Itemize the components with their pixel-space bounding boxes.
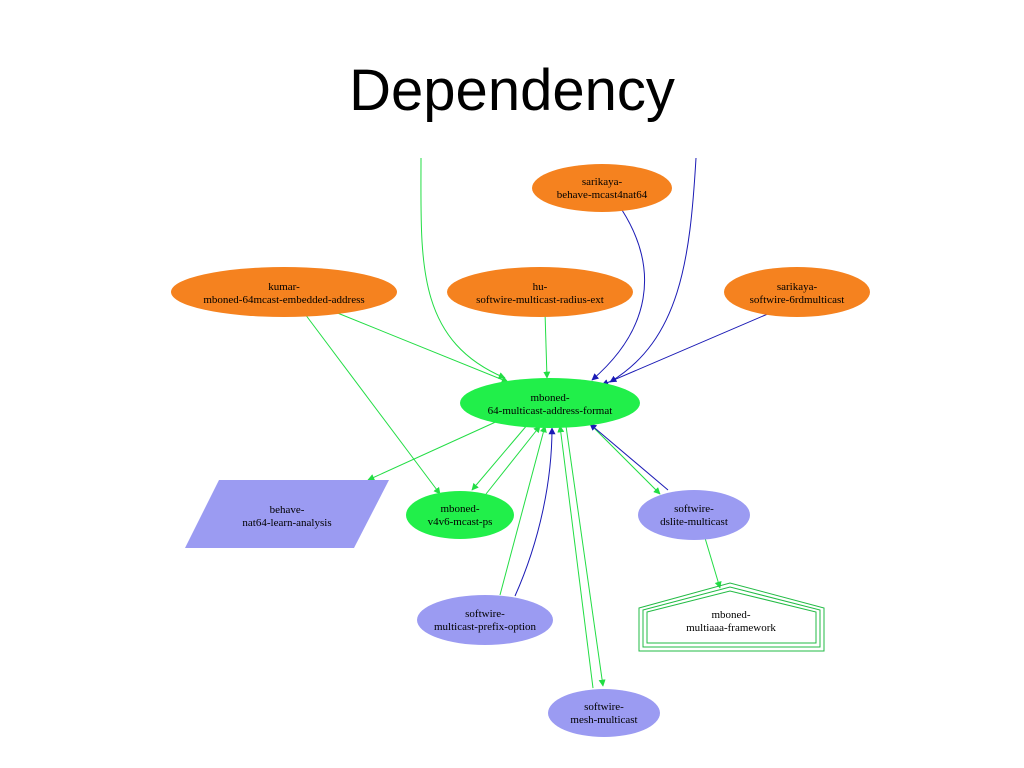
node-mboned-64-multicast-address-format: mboned- 64-multicast-address-format [460, 378, 640, 428]
node-sarikaya-6rdmulticast: sarikaya- softwire-6rdmulticast [724, 267, 870, 317]
node-label: softwire- [465, 608, 505, 620]
node-label: sarikaya- [777, 281, 818, 293]
node-label: mesh-multicast [570, 714, 637, 726]
edge-mesh-to-format [557, 425, 594, 689]
slide-title: Dependency [349, 58, 675, 123]
node-label: sarikaya- [582, 176, 623, 188]
edge-hu-to-format [543, 311, 551, 379]
edge-format-to-dslite [587, 421, 661, 495]
node-label: softwire-6rdmulticast [750, 294, 845, 306]
edge-6rd-to-format [601, 312, 771, 386]
node-label: mboned- [530, 392, 569, 404]
node-label: 64-multicast-address-format [488, 405, 613, 417]
edge-v4v6-to-format [485, 425, 541, 495]
node-softwire-mesh-multicast: softwire- mesh-multicast [548, 689, 660, 737]
edge-dslite-to-format [589, 423, 669, 491]
node-label: softwire-multicast-radius-ext [476, 294, 604, 306]
edge-dslite-to-multiaaa [704, 537, 722, 589]
node-label: v4v6-mcast-ps [428, 516, 493, 528]
edge-kumar-to-format [334, 311, 509, 383]
node-label: mboned- [440, 503, 479, 515]
edge-format-to-mesh [565, 425, 606, 687]
edge-format-to-nat64 [367, 419, 501, 481]
node-mboned-v4v6-mcast-ps: mboned- v4v6-mcast-ps [406, 491, 514, 539]
node-label: nat64-learn-analysis [242, 517, 331, 529]
node-label: softwire- [674, 503, 714, 515]
node-label: behave-mcast4nat64 [557, 189, 648, 201]
node-label: behave- [270, 504, 305, 516]
node-label: multiaaa-framework [686, 622, 776, 634]
node-sarikaya-mcast4nat64: sarikaya- behave-mcast4nat64 [532, 164, 672, 212]
edge-format-to-v4v6 [471, 423, 529, 491]
edges [304, 157, 771, 689]
edge-prefix-to-format [499, 425, 547, 596]
edge-offscreen-to-format [420, 157, 506, 379]
node-label: mboned- [711, 609, 750, 621]
node-label: dslite-multicast [660, 516, 728, 528]
node-softwire-dslite-multicast: softwire- dslite-multicast [638, 490, 750, 540]
node-label: multicast-prefix-option [434, 621, 537, 633]
edge-offscreen-blue-to-format [609, 157, 697, 383]
node-behave-nat64-learn-analysis: behave- nat64-learn-analysis [185, 480, 389, 548]
node-label: hu- [533, 281, 548, 293]
node-kumar: kumar- mboned-64mcast-embedded-address [171, 267, 397, 317]
node-label: mboned-64mcast-embedded-address [203, 294, 364, 306]
node-softwire-multicast-prefix-option: softwire- multicast-prefix-option [417, 595, 553, 645]
node-mboned-multiaaa-framework: mboned- multiaaa-framework [638, 582, 825, 652]
edge-kumar-to-v4v6 [304, 313, 441, 495]
edge-format-to-prefix [514, 427, 556, 597]
edge-mcast4nat64-to-format [591, 209, 646, 381]
node-label: softwire- [584, 701, 624, 713]
node-hu: hu- softwire-multicast-radius-ext [447, 267, 633, 317]
node-label: kumar- [268, 281, 300, 293]
